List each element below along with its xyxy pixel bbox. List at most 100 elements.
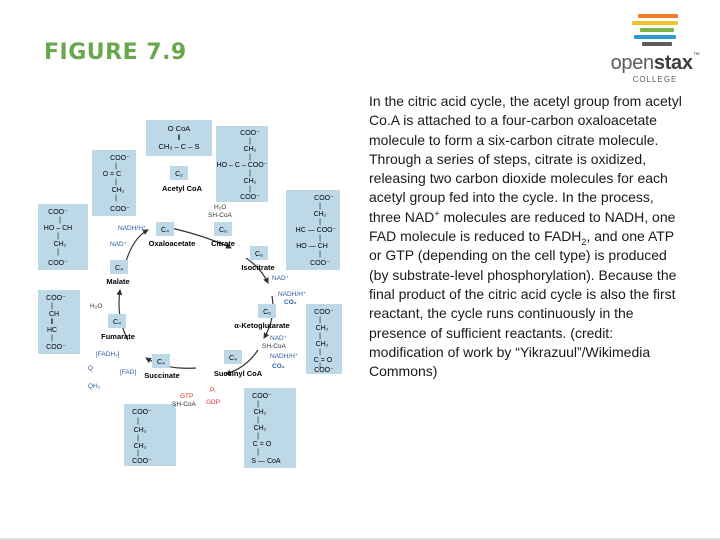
svg-text:NADH/H⁺: NADH/H⁺ [118, 225, 147, 232]
svg-text:|: | [137, 418, 139, 425]
svg-text:Q: Q [88, 365, 93, 372]
svg-text:CH₂: CH₂ [244, 146, 257, 153]
svg-text:CH₂: CH₂ [244, 178, 257, 185]
isocitrate-label: Isocitrate [241, 263, 274, 272]
svg-text:C₄: C₄ [229, 355, 237, 362]
acetyl-coa: O CoA ‖ CH₃ – C – S C₂ Acetyl CoA [146, 120, 212, 193]
svg-text:COO⁻: COO⁻ [110, 155, 130, 162]
acetyl-coa-bottom: CH₃ – C – S [159, 142, 200, 151]
svg-text:COO⁻: COO⁻ [132, 458, 152, 465]
citric-acid-cycle-diagram: O CoA ‖ CH₃ – C – S C₂ Acetyl CoA COO⁻ |… [38, 120, 342, 468]
malate: COO⁻ | HO – CH | CH₂ | COO⁻ C₄ Malate [38, 204, 130, 286]
acetyl-coa-label: Acetyl CoA [162, 184, 203, 193]
svg-text:COO⁻: COO⁻ [240, 194, 260, 201]
svg-text:|: | [319, 235, 321, 242]
svg-text:|: | [319, 203, 321, 210]
svg-text:|: | [137, 435, 139, 442]
svg-text:SH-CoA: SH-CoA [208, 212, 233, 219]
svg-text:COO⁻: COO⁻ [310, 260, 330, 267]
svg-text:CH₂: CH₂ [134, 443, 147, 450]
svg-text:C₆: C₆ [219, 227, 227, 234]
svg-text:COO⁻: COO⁻ [46, 344, 66, 351]
cycle-arrows [116, 227, 274, 376]
svg-text:C₄: C₄ [157, 359, 165, 366]
svg-text:COO⁻: COO⁻ [48, 209, 68, 216]
svg-text:C₄: C₄ [113, 319, 121, 326]
svg-text:C₄: C₄ [161, 227, 169, 234]
fumarate-label: Fumarate [101, 332, 135, 341]
svg-text:COO⁻: COO⁻ [46, 295, 66, 302]
acetyl-coa-top: O CoA [168, 124, 191, 133]
svg-text:CO₂: CO₂ [272, 363, 285, 370]
svg-text:HO — CH: HO — CH [296, 243, 328, 250]
svg-text:NADH/H⁺: NADH/H⁺ [270, 353, 299, 360]
svg-text:COO⁻: COO⁻ [314, 195, 334, 202]
svg-text:H₂O: H₂O [214, 204, 226, 211]
svg-text:[FAD]: [FAD] [120, 369, 136, 376]
ketoglutarate-label: α-Ketoglutarate [234, 321, 289, 330]
svg-text:CH₂: CH₂ [316, 341, 329, 348]
oxaloacetate-label: Oxaloacetate [149, 239, 196, 248]
svg-text:|: | [115, 163, 117, 170]
svg-text:C = O: C = O [314, 357, 333, 364]
svg-text:CH₂: CH₂ [314, 211, 327, 218]
svg-text:CH₂: CH₂ [254, 409, 267, 416]
bottom-divider [0, 538, 720, 540]
svg-text:C₆: C₆ [255, 251, 263, 258]
svg-text:O = C: O = C [103, 171, 121, 178]
svg-text:C₅: C₅ [263, 309, 271, 316]
svg-text:COO⁻: COO⁻ [252, 393, 272, 400]
svg-text:[FADH₂]: [FADH₂] [96, 351, 120, 358]
svg-text:Pᵢ: Pᵢ [210, 387, 215, 394]
svg-text:HC: HC [47, 327, 57, 334]
acetyl-coa-carbon: C₂ [175, 171, 183, 178]
svg-text:COO⁻: COO⁻ [314, 367, 334, 374]
svg-text:CH₂: CH₂ [54, 241, 67, 248]
svg-text:NAD⁺: NAD⁺ [110, 241, 128, 248]
svg-text:|: | [51, 303, 53, 310]
svg-text:CH₂: CH₂ [316, 325, 329, 332]
succinyl-coa-label: Succinyl CoA [214, 369, 263, 378]
svg-text:|: | [249, 186, 251, 193]
citrate: COO⁻ | CH₂ | HO – C – COO⁻ | CH₂ | COO⁻ … [211, 126, 268, 248]
svg-text:|: | [115, 179, 117, 186]
isocitrate: COO⁻ | CH₂ | HC — COO⁻ | HO — CH | COO⁻ … [241, 190, 340, 272]
svg-text:C = O: C = O [253, 441, 272, 448]
logo-bars-icon [632, 14, 678, 49]
acetyl-coa-mid: ‖ [177, 133, 180, 142]
svg-text:|: | [57, 249, 59, 256]
svg-text:C₄: C₄ [115, 265, 123, 272]
svg-text:|: | [257, 417, 259, 424]
svg-text:|: | [57, 233, 59, 240]
svg-text:COO⁻: COO⁻ [132, 409, 152, 416]
svg-text:COO⁻: COO⁻ [240, 130, 260, 137]
succinyl-coa: COO⁻ | CH₂ | CH₂ | C = O | S — CoA C₄ Su… [214, 350, 296, 468]
svg-text:CH₂: CH₂ [134, 427, 147, 434]
alpha-ketoglutarate: COO⁻ | CH₂ | CH₂ | C = O | COO⁻ C₅ α-Ket… [234, 304, 342, 374]
fumarate: COO⁻ | CH ‖ HC | COO⁻ C₄ Fumarate [38, 290, 135, 354]
svg-text:HO – CH: HO – CH [44, 225, 72, 232]
succinate-label: Succinate [144, 371, 179, 380]
svg-text:|: | [319, 251, 321, 258]
svg-text:|: | [249, 170, 251, 177]
svg-text:SH-CoA: SH-CoA [262, 343, 287, 350]
svg-text:COO⁻: COO⁻ [48, 260, 68, 267]
svg-text:COO⁻: COO⁻ [110, 206, 130, 213]
svg-text:COO⁻: COO⁻ [314, 309, 334, 316]
figure-caption: In the citric acid cycle, the acetyl gro… [369, 93, 682, 380]
svg-text:HO – C – COO⁻: HO – C – COO⁻ [217, 162, 268, 169]
svg-text:GTP: GTP [180, 393, 193, 400]
svg-text:CO₂: CO₂ [284, 299, 297, 306]
svg-text:|: | [257, 449, 259, 456]
svg-text:|: | [59, 217, 61, 224]
svg-text:|: | [51, 335, 53, 342]
svg-text:GDP: GDP [206, 399, 220, 406]
oxaloacetate: COO⁻ | O = C | CH₂ | COO⁻ C₄ Oxaloacetat… [92, 150, 195, 248]
svg-text:|: | [319, 317, 321, 324]
svg-text:NAD⁺: NAD⁺ [272, 275, 290, 282]
citrate-label: Citrate [211, 239, 235, 248]
svg-text:|: | [115, 195, 117, 202]
svg-text:|: | [137, 450, 139, 457]
reactant-labels: H₂O SH-CoA NADH/H⁺ NAD⁺ NAD⁺ NADH/H⁺ CO₂… [88, 204, 307, 408]
